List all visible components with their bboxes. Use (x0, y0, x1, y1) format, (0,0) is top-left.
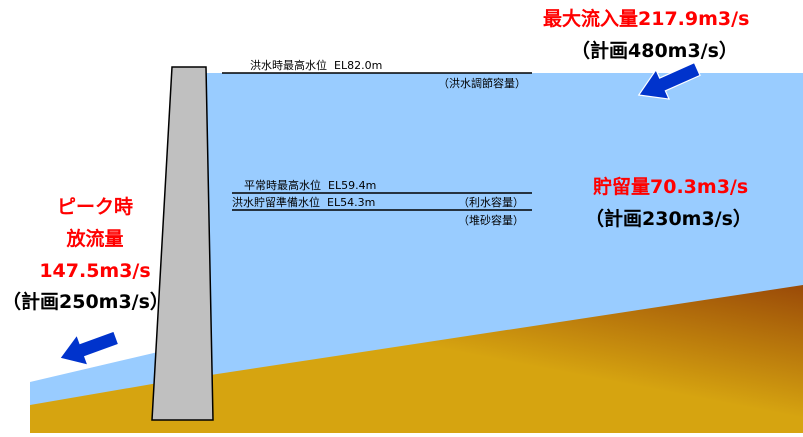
inflow-arrow (637, 61, 701, 100)
normal-max-level-name: 平常時最高水位 (244, 179, 321, 192)
flood-prep-level-label: 洪水貯留準備水位 EL54.3m (232, 197, 375, 208)
outflow-plan: （計画250m3/s） (2, 291, 169, 313)
inflow-plan: （計画480m3/s） (571, 40, 738, 62)
outflow-arrow (58, 330, 120, 366)
flood-prep-level-elevation: EL54.3m (327, 196, 376, 209)
flood-max-level-elevation: EL82.0m (334, 59, 383, 72)
storage-label: 貯留量70.3m3/s (593, 178, 748, 197)
left-arrow-icon (637, 61, 701, 100)
flood-control-capacity-note: （洪水調節容量） (438, 77, 526, 90)
water-use-capacity-note: （利水容量） (458, 196, 524, 209)
flood-max-level-label: 洪水時最高水位 EL82.0m (250, 60, 382, 71)
flood-max-level-name: 洪水時最高水位 (250, 59, 327, 72)
outflow-label-line2: 放流量 (66, 228, 124, 250)
normal-max-level-label: 平常時最高水位 EL59.4m (244, 180, 376, 191)
storage-value: 70.3m3/s (650, 176, 749, 198)
inflow-label: 最大流入量217.9m3/s (543, 10, 749, 29)
outflow-value: 147.5m3/s (39, 260, 151, 282)
dam-body (151, 66, 214, 421)
normal-max-level-elevation: EL59.4m (328, 179, 377, 192)
flood-prep-level-name: 洪水貯留準備水位 (232, 196, 320, 209)
storage-label-text: 貯留量 (593, 176, 651, 198)
sediment-capacity-note: （堆砂容量） (458, 214, 524, 227)
inflow-value: 217.9m3/s (638, 8, 750, 30)
inflow-label-text: 最大流入量 (543, 8, 639, 30)
storage-plan: （計画230m3/s） (585, 208, 752, 230)
left-arrow-icon (58, 330, 120, 366)
outflow-label-line1: ピーク時 (56, 196, 133, 218)
riverbed-ground (30, 285, 803, 433)
